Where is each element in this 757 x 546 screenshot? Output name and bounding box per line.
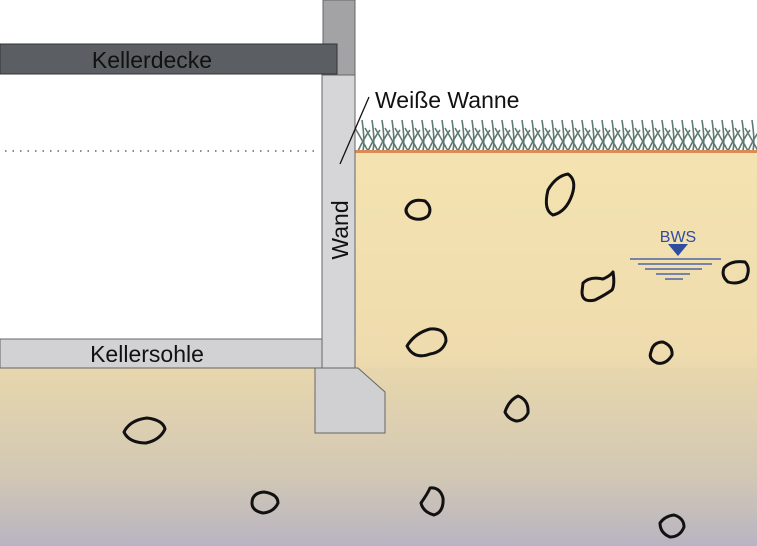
- grass: [354, 119, 757, 152]
- groundwater-level-symbol: BWS: [630, 229, 721, 280]
- white-tank-label: Weiße Wanne: [375, 87, 519, 113]
- stone: [544, 172, 576, 217]
- floor-slab: [0, 338, 323, 369]
- wall-label: Wand: [327, 200, 353, 259]
- stone: [419, 486, 445, 517]
- stone: [580, 270, 616, 303]
- stone: [503, 394, 530, 423]
- white-tank-leader-line: [339, 96, 370, 165]
- basement-wall: [321, 74, 356, 371]
- footing: [314, 367, 386, 434]
- water-triangle-icon: [668, 244, 688, 256]
- stone: [404, 198, 432, 221]
- stone: [122, 416, 167, 445]
- ceiling-label: Kellerdecke: [92, 47, 212, 73]
- ceiling-slab: [0, 43, 338, 75]
- stone: [250, 490, 280, 515]
- stone: [721, 260, 750, 285]
- groundwater-label: BWS: [660, 229, 696, 246]
- stone: [405, 327, 448, 358]
- stone: [648, 340, 674, 365]
- stones: [122, 172, 750, 539]
- stone: [658, 513, 686, 539]
- floor-slab-label: Kellersohle: [90, 341, 204, 367]
- ground-line: [355, 150, 757, 153]
